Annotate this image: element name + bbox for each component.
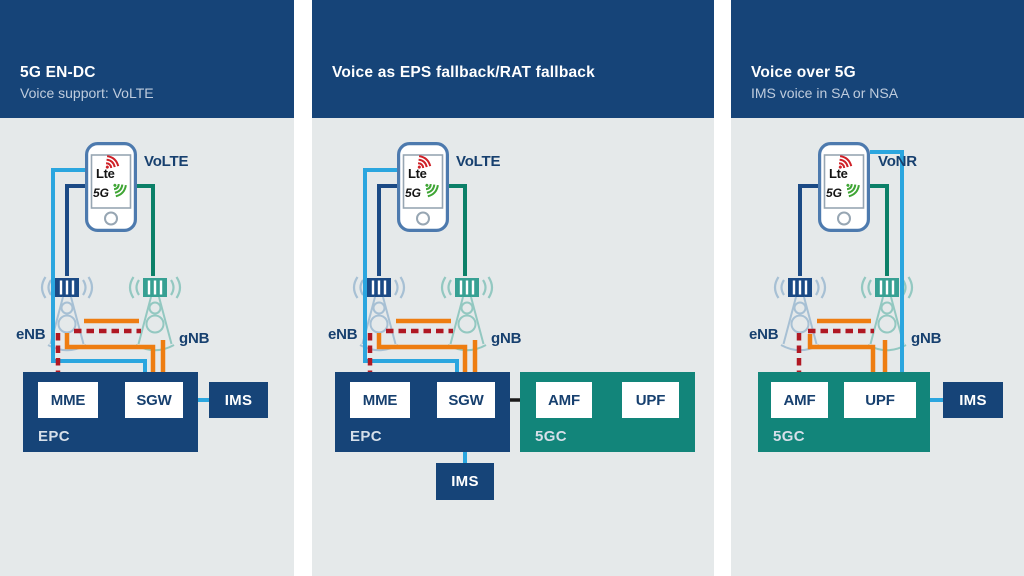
nr-uu-line <box>449 184 467 276</box>
phone-lte-logo: Lte <box>408 166 427 181</box>
fivegc-label: 5GC <box>535 428 568 445</box>
device-voice-label: VoLTE <box>144 153 189 170</box>
device-voice-label: VoNR <box>878 153 917 170</box>
panel-5g-endc: 5G EN-DC Voice support: VoLTE Lte 5G VoL… <box>0 0 294 576</box>
ims-box: IMS <box>209 382 268 418</box>
phone-5g-logo: 5G <box>826 186 843 200</box>
gnb-tower-icon <box>440 275 494 352</box>
voice-bearer-line <box>51 168 147 381</box>
amf-node: AMF <box>536 382 592 418</box>
epc-box: MME SGW EPC <box>335 372 510 452</box>
mme-node: MME <box>38 382 98 418</box>
ims-box: IMS <box>436 463 494 500</box>
enb-label: eNB <box>16 326 46 343</box>
nr-uu-line <box>870 184 889 276</box>
lte-uu-line <box>65 184 85 276</box>
fivegc-box: AMF UPF 5GC <box>520 372 695 452</box>
diagram-canvas <box>352 142 538 466</box>
device-voice-label: VoLTE <box>456 153 501 170</box>
epc-box: MME SGW EPC <box>23 372 198 452</box>
gnb-tower-icon <box>128 275 182 352</box>
amf-node: AMF <box>771 382 828 418</box>
panel-voice-over-5g: Voice over 5G IMS voice in SA or NSA Lte… <box>731 0 1024 576</box>
n3-enb-line <box>807 334 876 381</box>
gnb-label: gNB <box>491 330 522 347</box>
phone-lte-logo: Lte <box>829 166 848 181</box>
voice-bearer-line <box>870 150 904 381</box>
panel-header: Voice as EPS fallback/RAT fallback <box>312 0 714 118</box>
gnb-tower-icon <box>860 275 914 352</box>
panel-subtitle: Voice support: VoLTE <box>20 85 154 101</box>
diagram-canvas <box>40 142 212 402</box>
fivegc-label: 5GC <box>773 428 806 445</box>
fivegc-box: AMF UPF 5GC <box>758 372 930 452</box>
panel-title: Voice over 5G <box>751 64 856 81</box>
gnb-label: gNB <box>911 330 942 347</box>
sgw-node: SGW <box>125 382 183 418</box>
ims-box: IMS <box>943 382 1003 418</box>
panel-title: 5G EN-DC <box>20 64 96 81</box>
lte-uu-line <box>377 184 397 276</box>
panel-header: 5G EN-DC Voice support: VoLTE <box>0 0 294 118</box>
s1-u-enb-line <box>376 333 468 381</box>
upf-node: UPF <box>622 382 679 418</box>
upf-node: UPF <box>844 382 916 418</box>
mme-node: MME <box>350 382 410 418</box>
enb-label: eNB <box>749 326 779 343</box>
epc-label: EPC <box>38 428 71 445</box>
sgw-node: SGW <box>437 382 495 418</box>
diagram-canvas <box>773 142 946 402</box>
s1-u-enb-line <box>64 333 156 381</box>
gnb-label: gNB <box>179 330 210 347</box>
panel-eps-fallback: Voice as EPS fallback/RAT fallback Lte 5… <box>312 0 714 576</box>
phone-lte-logo: Lte <box>96 166 115 181</box>
lte-uu-line <box>798 184 818 276</box>
enb-label: eNB <box>328 326 358 343</box>
phone-5g-logo: 5G <box>93 186 110 200</box>
panel-header: Voice over 5G IMS voice in SA or NSA <box>731 0 1024 118</box>
epc-label: EPC <box>350 428 383 445</box>
panel-title: Voice as EPS fallback/RAT fallback <box>332 64 595 81</box>
voice-bearer-line <box>363 168 459 381</box>
nr-uu-line <box>137 184 155 276</box>
panel-subtitle: IMS voice in SA or NSA <box>751 85 899 101</box>
phone-5g-logo: 5G <box>405 186 422 200</box>
